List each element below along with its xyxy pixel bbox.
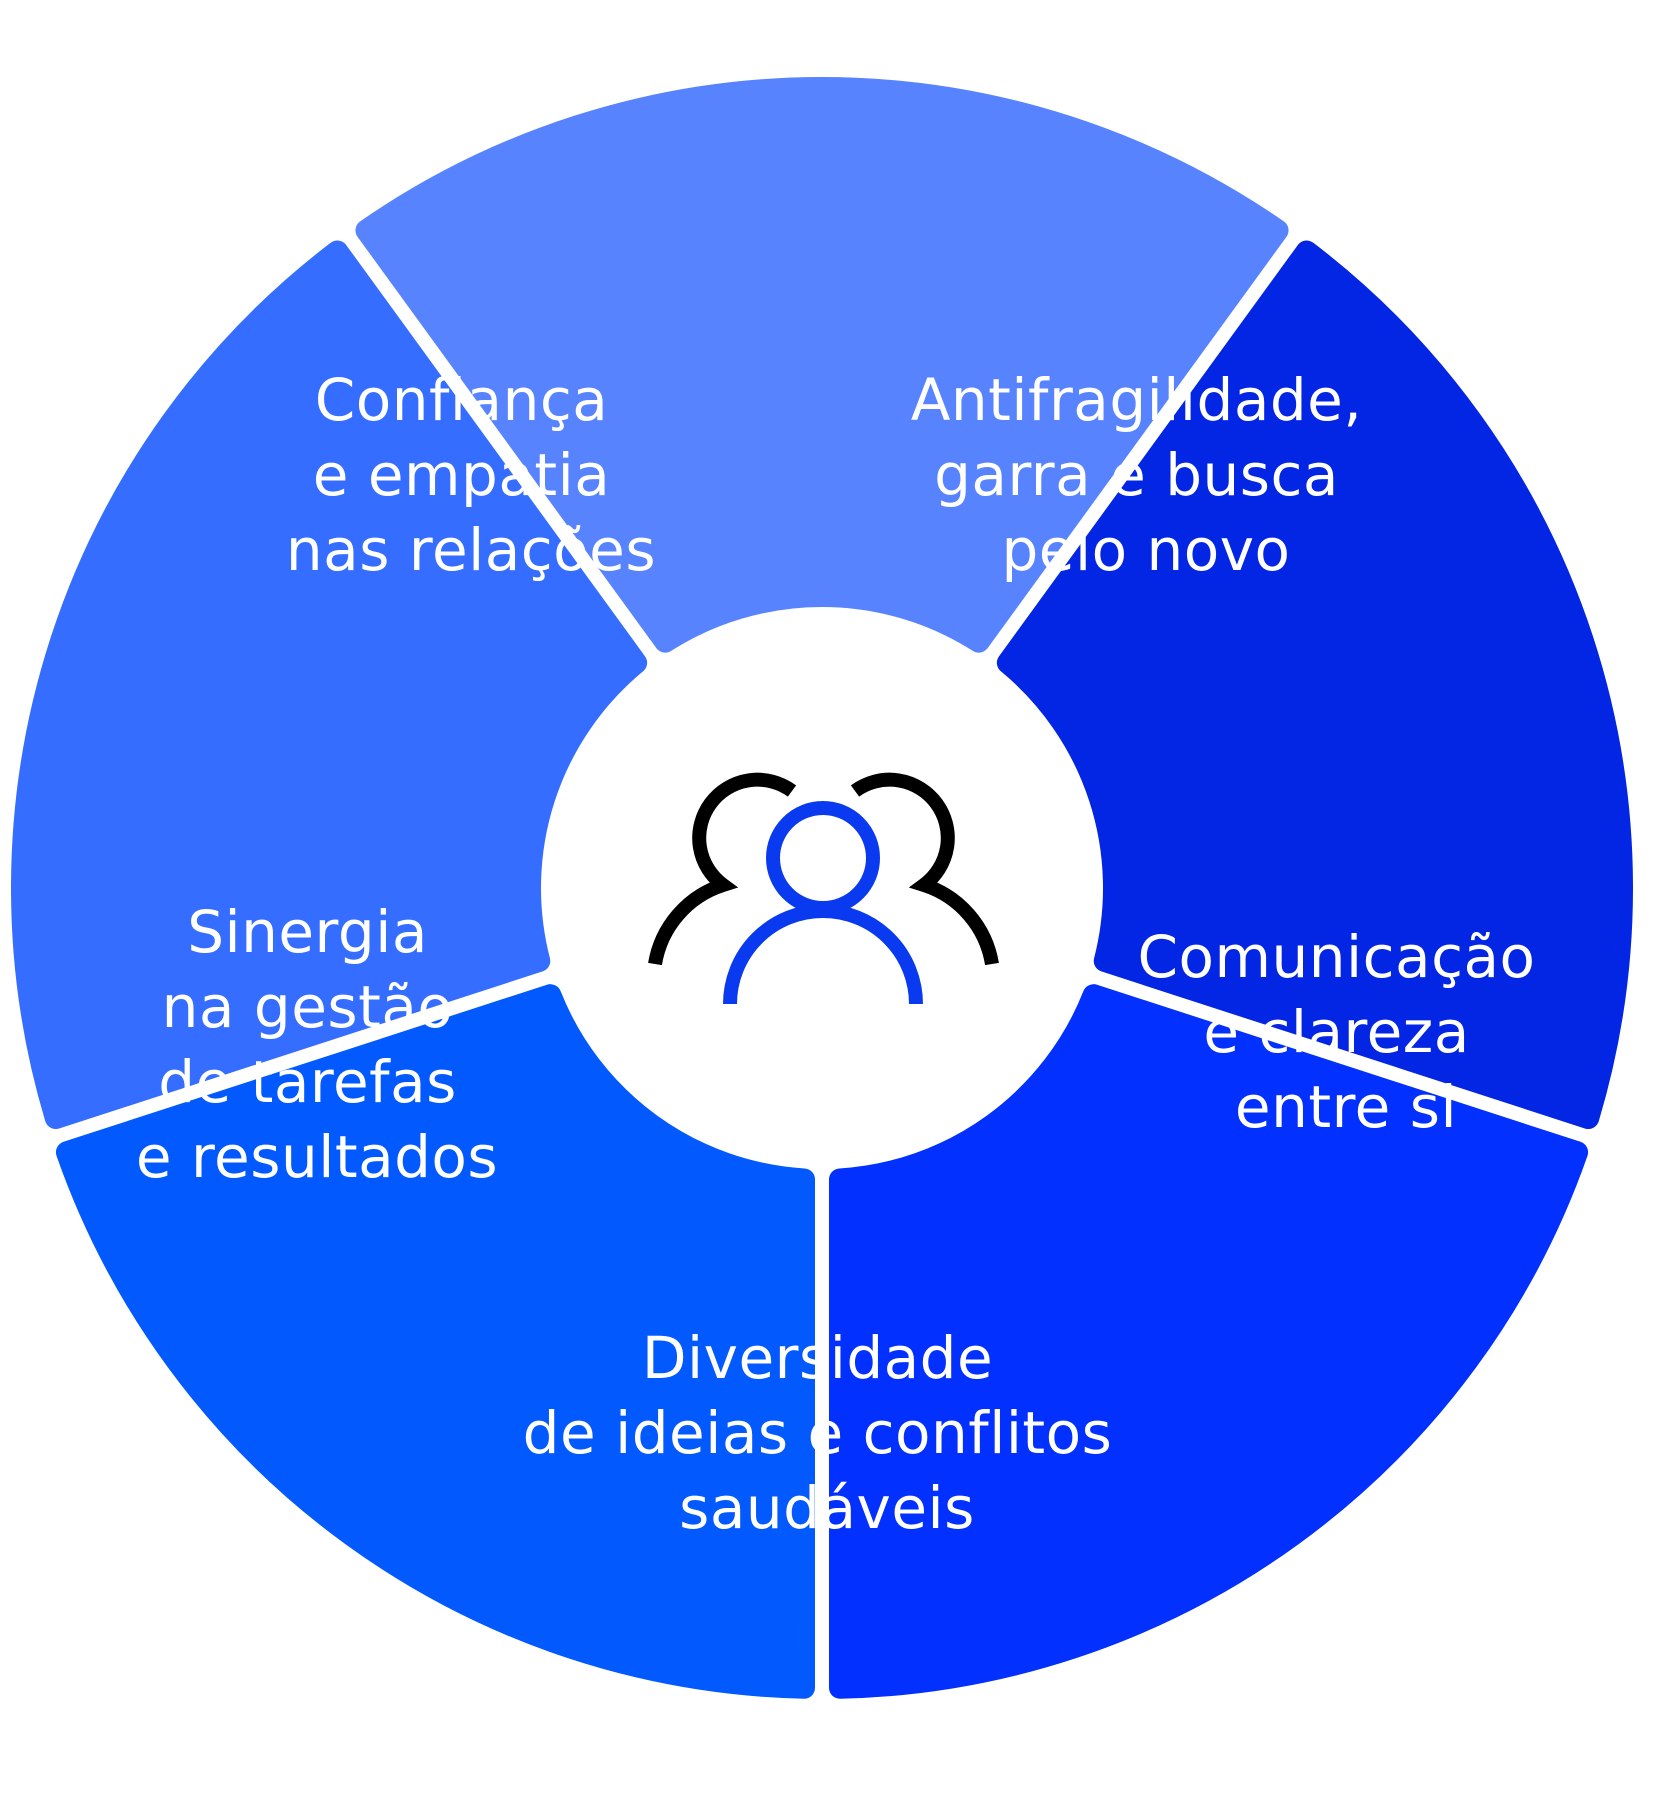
- segment-sinergia: [11, 240, 648, 1130]
- segment-comunicacao: [828, 984, 1589, 1699]
- wheel-segments: [11, 77, 1633, 1699]
- wheel-labels: Confiança e empatia nas relações Antifra…: [136, 366, 1555, 1542]
- left-person-icon: [648, 772, 797, 966]
- segment-diversidade: [55, 984, 816, 1699]
- segment-label-sinergia: Sinergia na gestão de tarefas e resultad…: [136, 898, 498, 1191]
- segment-label-diversidade: Diversidade de ideias e conflitos saudáv…: [523, 1324, 1132, 1542]
- center-person-body-icon: [723, 904, 923, 1005]
- right-person-icon: [850, 772, 999, 966]
- segment-confianca: [355, 77, 1289, 653]
- team-icon: [648, 772, 999, 1005]
- segment-label-antifragilidade: Antifragilidade, garra e busca pelo novo: [911, 366, 1382, 584]
- segment-label-comunicacao: Comunicação e clareza entre si: [1138, 923, 1555, 1141]
- segment-antifragilidade: [996, 240, 1633, 1130]
- center-person-head-icon: [766, 801, 880, 915]
- segment-label-confianca: Confiança e empatia nas relações: [286, 366, 656, 584]
